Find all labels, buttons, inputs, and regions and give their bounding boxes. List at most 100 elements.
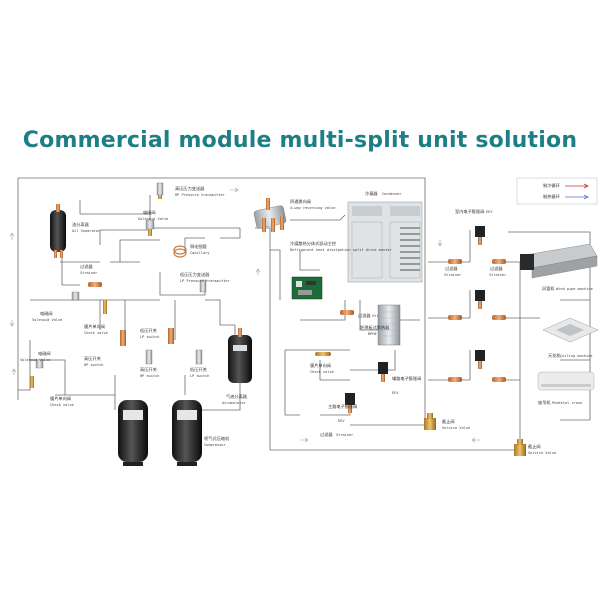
lp-switch-left-en: LP switch — [140, 335, 159, 339]
lp-switch-mid-en: LP switch — [190, 374, 209, 378]
bphe-heat-exchanger — [377, 304, 401, 346]
service-valve-2-cn: 截止阀 — [528, 443, 541, 450]
condenser-en: Condenser — [382, 192, 402, 196]
hp-switch-left-en: HP switch — [84, 363, 103, 367]
flow-arrows — [9, 187, 480, 443]
hp-transmitter-en: HP Pressure transmitter — [175, 193, 226, 197]
check-valve-left-en: Check valve — [84, 331, 108, 335]
lp-transmitter-en: LP Pressure transmitter — [180, 279, 231, 283]
accumulator-en: Accumulator — [222, 401, 247, 405]
accumulator — [228, 328, 252, 383]
check-valve-mid-cn: 膜片单向阀 — [310, 362, 331, 369]
indoor-eev-1 — [475, 226, 485, 245]
bphe-en: BPHE — [368, 332, 377, 336]
capillary-coil — [173, 245, 187, 258]
strainer-r1-cn: 过滤器 — [445, 265, 458, 272]
legend-cooling-label: 制冷循环 — [543, 182, 560, 189]
aux-eev — [378, 362, 388, 382]
condenser-unit — [347, 201, 423, 283]
check-valve-mid — [315, 352, 331, 356]
wind-pipe-machine — [520, 243, 598, 279]
ceiling-en: Ceiling machine — [560, 354, 592, 358]
ceiling-machine — [542, 317, 599, 343]
compressor-2 — [172, 400, 202, 466]
check-valve-bottom — [30, 376, 34, 388]
strainer-bottom-en: Strainer — [336, 433, 354, 437]
main-eev — [345, 393, 355, 413]
strainer-left — [88, 282, 102, 287]
strainer-r1-en: Strainer — [444, 273, 462, 277]
hp-pressure-transmitter — [156, 182, 164, 199]
strainer-left-en: Strainer — [80, 271, 98, 275]
service-valve-1-cn: 截止阀 — [442, 418, 455, 425]
indoor-eev-3 — [475, 350, 485, 369]
service-valve-1 — [424, 413, 436, 430]
refrigerant-heat-board — [291, 276, 323, 300]
check-valve-mid-en: Check valve — [310, 370, 334, 374]
check-valve-bottom-en: Check valve — [50, 403, 74, 407]
solenoid-mid-cn: 电磁阀 — [40, 310, 53, 317]
solenoid-top-cn: 电磁阀 — [143, 209, 156, 216]
compressor-en: Compressor — [204, 443, 226, 447]
solenoid-left-cn: 电磁阀 — [38, 350, 51, 357]
hp-switch-mid-cn: 高压开关 — [140, 366, 157, 373]
solenoid-valve-mid — [71, 291, 80, 301]
wind-pipe-cn: 风管机 — [542, 285, 555, 292]
strainer-left-cn: 过滤器 — [80, 263, 93, 270]
main-eev-en: EEV — [338, 419, 345, 423]
aux-eev-en: EEV — [392, 391, 399, 395]
four-way-cn: 四通换向阀 — [290, 198, 311, 205]
compressor-cn: 喷气式压缩机 — [204, 435, 230, 442]
solenoid-left-en: Solenoid Valve — [20, 358, 50, 362]
strainer-r2-cn: 过滤器 — [490, 265, 503, 272]
indoor-eev-en: EEV — [486, 210, 493, 214]
indoor-eev-cn: 室内电子膨胀阀 — [455, 208, 484, 215]
hp-switch-mid — [145, 349, 153, 365]
aux-eev-cn: 辅路电子膨胀阀 — [392, 375, 421, 382]
oil-separator — [50, 204, 66, 258]
refrigerant-heat-en: Refrigerant heat dissipation split drive… — [290, 248, 393, 252]
solenoid-valve-top — [145, 219, 155, 236]
indoor-eev-2 — [475, 290, 485, 309]
capillary-en: Capillary — [190, 251, 210, 255]
strainer-mid-cn: 过滤器 — [358, 312, 371, 319]
lp-switch-left — [168, 328, 174, 344]
page-title: Commercial module multi-split unit solut… — [22, 128, 578, 153]
hp-transmitter-cn: 高压压力变送器 — [175, 185, 205, 192]
solenoid-mid-en: Solenoid Valve — [32, 318, 62, 322]
hp-switch-left-cn: 高压开关 — [84, 355, 101, 362]
service-valve-2-en: Service Valve — [528, 451, 556, 455]
service-valve-2 — [514, 439, 526, 456]
main-eev-cn: 主路电子膨胀阀 — [328, 403, 357, 410]
small-strainers-right — [448, 315, 506, 382]
strainer-bottom-cn: 过滤器 — [320, 431, 333, 438]
condenser-cn: 冷凝器 — [365, 190, 378, 197]
legend-heating-label: 制热循环 — [543, 193, 560, 200]
wind-pipe-en: Wind pipe machine — [556, 287, 593, 291]
strainer-mid — [340, 310, 354, 315]
lp-switch-mid-cn: 低压开关 — [190, 366, 207, 373]
oil-separator-en: Oil Separator — [72, 229, 101, 233]
legend: 制冷循环 制热循环 — [516, 177, 598, 205]
lp-switch-mid — [195, 349, 203, 365]
solenoid-valve-left — [35, 359, 44, 369]
ceiling-cn: 天花机 — [548, 352, 561, 359]
strainer-r2-en: Strainer — [489, 273, 507, 277]
hp-switch-mid-en: HP switch — [140, 374, 159, 378]
compressor-1 — [118, 400, 148, 466]
service-valve-1-en: Service Valve — [442, 426, 470, 430]
oil-separator-cn: 油分离器 — [72, 221, 90, 228]
four-way-en: 4-way reversing valve — [290, 206, 335, 210]
lp-pressure-transmitter — [199, 279, 207, 293]
hp-switch-left — [120, 330, 126, 346]
pedestal-en: Pedestal crane — [552, 401, 582, 405]
solenoid-top-en: Solenoid Valve — [138, 217, 168, 221]
strainer-right-2 — [492, 259, 506, 264]
capillary-cn: 铜毛细管 — [190, 243, 207, 250]
check-valve-left-cn: 膜片单向阀 — [84, 323, 105, 330]
accumulator-cn: 气液分离器 — [226, 393, 248, 400]
bphe-cn: 钎焊板式换热器 — [360, 324, 390, 331]
pedestal-cn: 座吊机 — [538, 399, 551, 406]
